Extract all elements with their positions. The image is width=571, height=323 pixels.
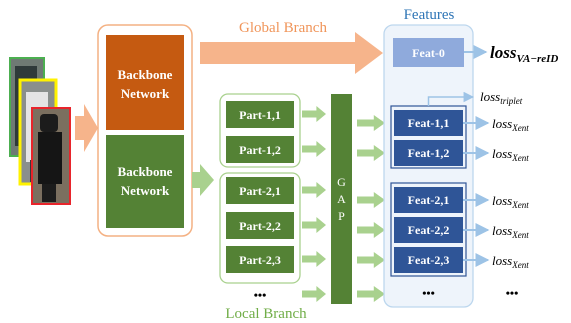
part-box-1-2 xyxy=(226,136,294,163)
feat-label-2-1: Feat-2,1 xyxy=(408,193,450,207)
part-boxes: Part-1,1 Part-1,2 Part-2,1 Part-2,2 Part… xyxy=(226,101,294,273)
part-box-2-1 xyxy=(226,177,294,204)
xent-loss-label-2-3: lossXent xyxy=(492,253,529,270)
xent-loss-base: loss xyxy=(492,116,512,131)
part-gap-arrow-5 xyxy=(302,251,326,267)
xent-loss-sub: Xent xyxy=(511,153,529,163)
feat-0-label: Feat-0 xyxy=(412,46,445,60)
feat-box-1-2 xyxy=(394,140,463,166)
gap-feat-arrow-2 xyxy=(357,145,385,161)
gap-feat-arrow-3 xyxy=(357,192,385,208)
backbone-block-green xyxy=(106,135,184,228)
gap-feat-arrow-5 xyxy=(357,252,385,268)
part-label-2-2: Part-2,2 xyxy=(239,219,281,233)
part-box-2-3 xyxy=(226,246,294,273)
feat-box-1-1 xyxy=(394,110,463,136)
global-branch-label: Global Branch xyxy=(239,20,327,36)
part-label-2-1: Part-2,1 xyxy=(239,184,281,198)
backbone-block-orange xyxy=(106,35,184,130)
backbone-top-line2: Network xyxy=(121,86,170,101)
gap-to-feature-arrows xyxy=(357,115,385,302)
gap-feat-arrow-4 xyxy=(357,222,385,238)
xent-loss-base: loss xyxy=(492,146,512,161)
feat-label-2-2: Feat-2,2 xyxy=(408,223,450,237)
gap-feat-arrow-6 xyxy=(357,286,385,302)
backbone-bottom-line1: Backbone xyxy=(118,164,173,179)
local-branch-entry-arrow xyxy=(192,164,214,196)
feat-label-1-1: Feat-1,1 xyxy=(408,116,450,130)
loss-labels: lossVA−reID losstriplet lossXent lossXen… xyxy=(480,43,558,300)
loss-arrows xyxy=(427,45,490,267)
xent-loss-sub: Xent xyxy=(511,200,529,210)
triplet-loss-arrow xyxy=(427,91,475,106)
part-group-1 xyxy=(219,93,301,168)
global-loss-base: loss xyxy=(490,43,517,62)
global-branch-arrow xyxy=(200,32,383,74)
parts-ellipsis: ••• xyxy=(254,288,267,302)
xent-loss-label-1-1: lossXent xyxy=(492,116,529,133)
part-gap-arrow-2 xyxy=(302,141,326,157)
xent-loss-sub: Xent xyxy=(511,230,529,240)
xent-loss-label-2-2: lossXent xyxy=(492,223,529,240)
features-title: Features xyxy=(404,7,455,23)
gap-letter-g: G xyxy=(337,175,346,189)
feat-0-box xyxy=(393,38,464,67)
xent-loss-sub: Xent xyxy=(511,260,529,270)
backbone-top-line1: Backbone xyxy=(118,67,173,82)
part-group-2 xyxy=(219,172,301,284)
part-to-gap-arrows xyxy=(302,106,326,302)
xent-loss-base: loss xyxy=(492,253,512,268)
part-label-1-2: Part-1,2 xyxy=(239,143,281,157)
xent-loss-sub: Xent xyxy=(511,123,529,133)
gap-letter-p: P xyxy=(338,209,345,223)
part-gap-arrow-1 xyxy=(302,106,326,122)
feat-box-2-2 xyxy=(394,217,463,243)
local-branch-label: Local Branch xyxy=(225,306,307,322)
part-gap-arrow-4 xyxy=(302,217,326,233)
xent-loss-base: loss xyxy=(492,223,512,238)
part-gap-arrow-3 xyxy=(302,182,326,198)
part-box-2-2 xyxy=(226,212,294,239)
backbone-bottom-line2: Network xyxy=(121,183,170,198)
backbone-container xyxy=(97,24,193,237)
gap-feat-arrow-1 xyxy=(357,115,385,131)
global-loss-sub: VA−reID xyxy=(516,53,558,65)
part-label-1-1: Part-1,1 xyxy=(239,108,281,122)
feat-box-2-1 xyxy=(394,187,463,213)
gap-bar xyxy=(331,94,352,304)
feat-box-2-3 xyxy=(394,247,463,273)
triplet-loss-base: loss xyxy=(480,89,500,104)
part-box-1-1 xyxy=(226,101,294,128)
xent-loss-label-1-2: lossXent xyxy=(492,146,529,163)
input-images xyxy=(9,57,71,205)
input-arrow xyxy=(75,104,98,152)
xent-loss-label-2-1: lossXent xyxy=(492,193,529,210)
xent-loss-base: loss xyxy=(492,193,512,208)
triplet-loss-sub: triplet xyxy=(500,96,522,106)
part-label-2-3: Part-2,3 xyxy=(239,253,281,267)
features-ellipsis: ••• xyxy=(422,286,435,300)
feat-label-2-3: Feat-2,3 xyxy=(408,253,450,267)
part-gap-arrow-6 xyxy=(302,286,326,302)
feat-label-1-2: Feat-1,2 xyxy=(408,146,450,160)
losses-ellipsis: ••• xyxy=(506,286,519,300)
global-loss-label: lossVA−reID xyxy=(490,43,558,65)
triplet-loss-label: losstriplet xyxy=(480,89,523,106)
gap-letter-a: A xyxy=(337,192,346,206)
